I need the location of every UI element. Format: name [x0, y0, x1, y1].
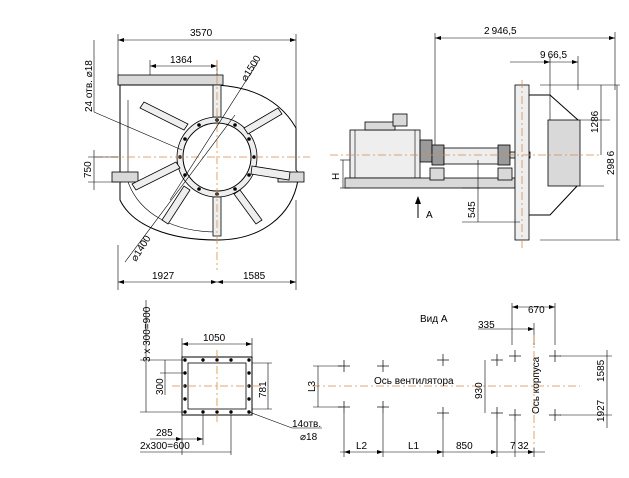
foundation-bolts — [338, 350, 561, 421]
dim-d1400: ⌀1400 — [129, 233, 154, 263]
view-a-title: Вид А — [420, 314, 448, 325]
side-view: 2 946,5 9 66,5 H — [330, 26, 620, 250]
dim-335: 335 — [478, 320, 495, 331]
hole-diameter: ⌀18 — [300, 432, 318, 443]
dim-L1: L1 — [408, 441, 420, 452]
motor-body — [349, 129, 421, 179]
dim-pitch-v: 3 x 300=900 — [142, 306, 153, 362]
dim-1585-v: 1585 — [596, 359, 607, 382]
coupling — [419, 139, 433, 163]
outlet-flange — [117, 74, 224, 86]
holes-note: 24 отв. ⌀18 — [84, 60, 95, 112]
dim-930: 930 — [474, 382, 485, 399]
dim-L2: L2 — [356, 441, 368, 452]
dim-670: 670 — [528, 305, 545, 316]
casing-ribs — [131, 84, 291, 237]
terminal-box — [392, 113, 408, 127]
axis-case-label: Ось корпуса — [531, 356, 542, 414]
dim-1050: 1050 — [203, 333, 226, 344]
dim-1286: 1286 — [590, 110, 601, 133]
foundation-view: Вид А 670 335 Ось ве — [307, 303, 612, 457]
dim-300: 300 — [155, 378, 166, 395]
axis-fan-label: Ось вентилятора — [374, 376, 454, 387]
dim-1927: 1927 — [152, 271, 175, 282]
dim-H: H — [331, 173, 342, 180]
dim-d1500: ⌀1500 — [239, 53, 264, 83]
dim-L3: L3 — [307, 380, 318, 392]
holes-count: 14отв. — [292, 419, 321, 430]
dim-545: 545 — [467, 201, 478, 218]
dim-750: 750 — [83, 161, 94, 178]
dim-285: 285 — [156, 428, 173, 439]
dim-2986: 298 6 — [606, 150, 617, 175]
dim-1364: 1364 — [170, 55, 193, 66]
dim-pitch-h: 2x300=600 — [140, 441, 190, 452]
dim-3570: 3570 — [190, 28, 213, 39]
dim-850: 850 — [456, 441, 473, 452]
dim-2946: 2 946,5 — [484, 26, 517, 37]
left-support — [111, 171, 139, 183]
dim-1585: 1585 — [243, 271, 266, 282]
dim-966: 9 66,5 — [540, 50, 567, 61]
dim-1927-v: 1927 — [596, 399, 607, 422]
view-arrow-label: A — [426, 210, 433, 221]
bearing-housing — [443, 147, 505, 165]
dim-781: 781 — [258, 381, 269, 398]
flange-view: 1050 3 x 300=900 300 781 14отв. ⌀18 285 … — [140, 300, 322, 455]
inlet-nozzle — [547, 119, 581, 187]
dim-732: 7 32 — [510, 441, 529, 452]
front-view: 3570 1364 — [83, 28, 310, 290]
